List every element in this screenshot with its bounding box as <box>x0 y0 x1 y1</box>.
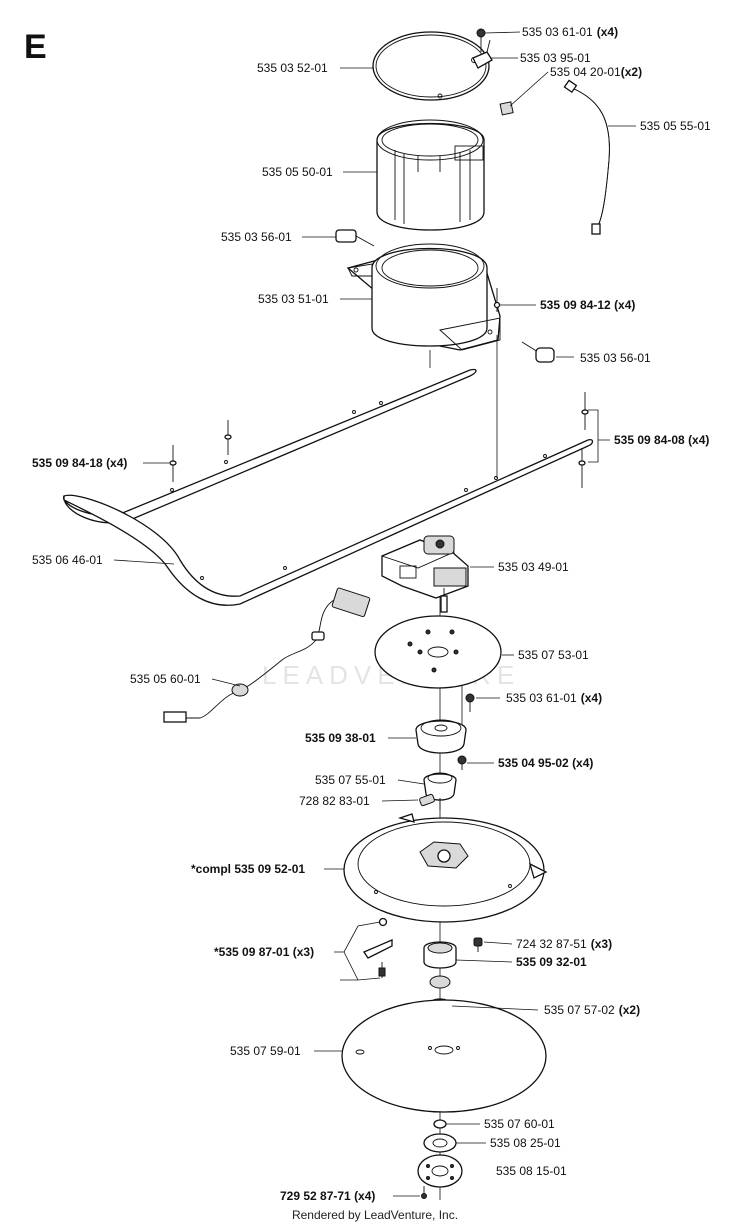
label-blade-disc: *compl 535 09 52-01 <box>191 862 305 876</box>
label-motor-holder: 535 03 51-01 <box>258 292 329 306</box>
label-cap-screw: 729 52 87-71 (x4) <box>280 1189 375 1203</box>
label-washer: 535 07 60-01 <box>484 1117 555 1131</box>
rivet-right-parts <box>578 392 589 488</box>
spacer-part <box>423 1133 457 1153</box>
bearing-hub-part <box>423 941 457 969</box>
label-lid: 535 03 52-01 <box>257 61 328 75</box>
label-hub-screw: 535 04 95-02 (x4) <box>498 756 593 770</box>
label-bearing-hub: 535 09 32-01 <box>516 955 587 969</box>
label-knob-right: 535 03 56-01 <box>580 351 651 365</box>
cable-short-part <box>563 79 610 235</box>
label-top-screw: 535 03 61-01(x4) <box>522 25 618 39</box>
nut-part <box>499 101 514 116</box>
washer-part <box>433 1119 447 1129</box>
skid-plate-part <box>341 999 547 1113</box>
label-plate-screw: 535 03 61-01(x4) <box>506 691 602 705</box>
label-bumper: 535 06 46-01 <box>32 553 103 567</box>
leader-lines <box>113 31 636 1197</box>
top-screw-part <box>476 28 486 52</box>
bumper-part <box>63 368 594 606</box>
bracket-clip-part <box>472 39 493 69</box>
set-screw-part <box>419 793 435 807</box>
rivet-holder-part <box>493 288 501 312</box>
knife-screw-part <box>473 937 483 952</box>
label-bracket-clip: 535 03 95-01 <box>520 51 591 65</box>
section-letter: E <box>24 28 47 66</box>
label-adapter: 535 07 55-01 <box>315 773 386 787</box>
motor-holder-part <box>346 243 501 351</box>
adapter-part <box>423 772 457 810</box>
bottom-cap-part <box>417 1154 463 1188</box>
label-hub: 535 09 38-01 <box>305 731 376 745</box>
label-nut: 535 04 20-01(x2) <box>550 65 642 79</box>
label-skid-plate: 535 07 59-01 <box>230 1044 301 1058</box>
label-motor-plate: 535 07 53-01 <box>518 648 589 662</box>
part-labels: 535 03 61-01(x4) 535 03 52-01 535 03 95-… <box>32 25 711 1203</box>
label-harness: 535 05 60-01 <box>130 672 201 686</box>
hub-part <box>415 719 467 754</box>
label-bearing: 535 07 57-02(x2) <box>544 1003 640 1017</box>
harness-part <box>163 587 371 723</box>
label-cable-short: 535 05 55-01 <box>640 119 711 133</box>
label-set-screw: 728 82 83-01 <box>299 794 370 808</box>
knife-kit-part <box>363 917 393 978</box>
motor-plate-part <box>374 615 502 689</box>
lid-part <box>372 31 490 101</box>
motor-part <box>380 535 469 613</box>
housing-part <box>376 119 485 231</box>
footer-credit: Rendered by LeadVenture, Inc. <box>291 1208 459 1222</box>
rivet-left-parts <box>169 420 232 482</box>
blade-disc-part <box>343 813 548 923</box>
label-knob-left: 535 03 56-01 <box>221 230 292 244</box>
cap-screw-part <box>421 1186 427 1199</box>
knob-left-part <box>335 229 375 247</box>
plate-screw-part <box>465 693 475 712</box>
label-motor: 535 03 49-01 <box>498 560 569 574</box>
label-knife-kit: *535 09 87-01 (x3) <box>214 945 314 959</box>
label-bottom-cap: 535 08 15-01 <box>496 1164 567 1178</box>
knob-right-part <box>521 341 555 363</box>
label-rivet-left: 535 09 84-18 (x4) <box>32 456 127 470</box>
hub-screw-part <box>457 755 467 770</box>
label-knife-screw: 724 32 87-51(x3) <box>516 937 612 951</box>
label-rivet-holder: 535 09 84-12 (x4) <box>540 298 635 312</box>
label-spacer: 535 08 25-01 <box>490 1136 561 1150</box>
label-rivet-right: 535 09 84-08 (x4) <box>614 433 709 447</box>
label-housing: 535 05 50-01 <box>262 165 333 179</box>
